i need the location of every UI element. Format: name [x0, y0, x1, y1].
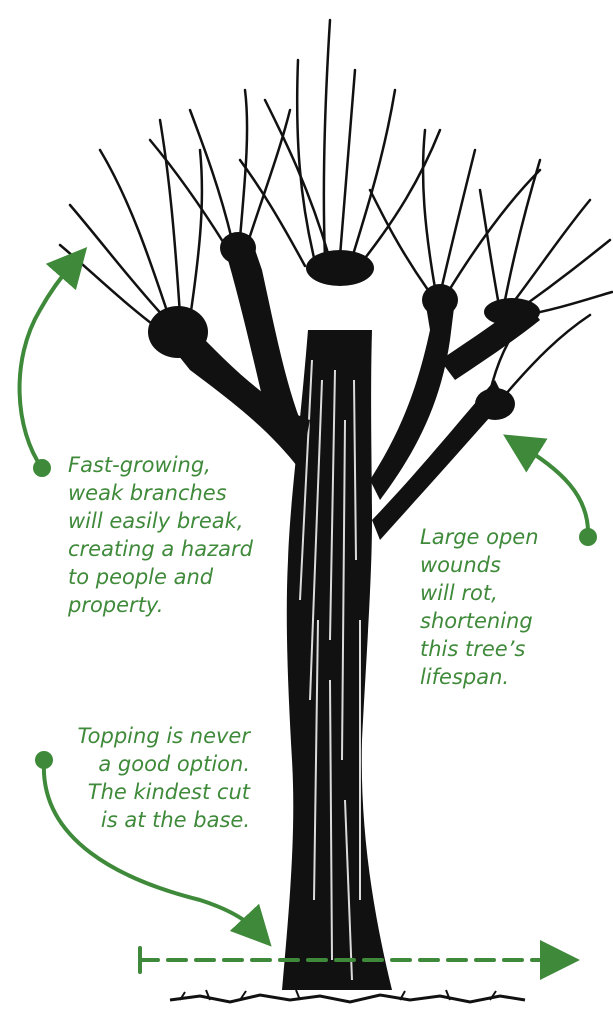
dot-branches [33, 459, 51, 477]
annotation-line: The kindest cut [40, 778, 250, 806]
ground-line [170, 995, 525, 1002]
annotation-line: is at the base. [40, 806, 250, 834]
annotation-line: shortening [420, 607, 565, 635]
annotation-line: will easily break, [68, 507, 288, 535]
annotation-line: this tree’s [420, 635, 565, 663]
annotation-line: weak branches [68, 479, 288, 507]
annotation-line: will rot, [420, 579, 565, 607]
annotation-topping: Topping is never a good option. The kind… [40, 722, 250, 834]
annotation-line: property. [68, 591, 288, 619]
annotation-wounds: Large open wounds will rot, shortening t… [420, 523, 565, 691]
annotation-line: to people and [68, 563, 288, 591]
knuckle-right-c [475, 388, 515, 420]
annotation-line: lifespan. [420, 663, 565, 691]
annotation-line: creating a hazard [68, 535, 288, 563]
dot-wounds [579, 528, 597, 546]
knuckle-right-b [484, 298, 540, 326]
annotation-line: Fast-growing, [68, 451, 288, 479]
knuckle-left [148, 306, 208, 358]
annotation-line: Large open [420, 523, 565, 551]
annotation-line: a good option. [40, 750, 250, 778]
annotation-line: wounds [420, 551, 565, 579]
arrow-branches [20, 262, 74, 468]
annotation-branches: Fast-growing, weak branches will easily … [68, 451, 288, 619]
annotation-line: Topping is never [40, 722, 250, 750]
